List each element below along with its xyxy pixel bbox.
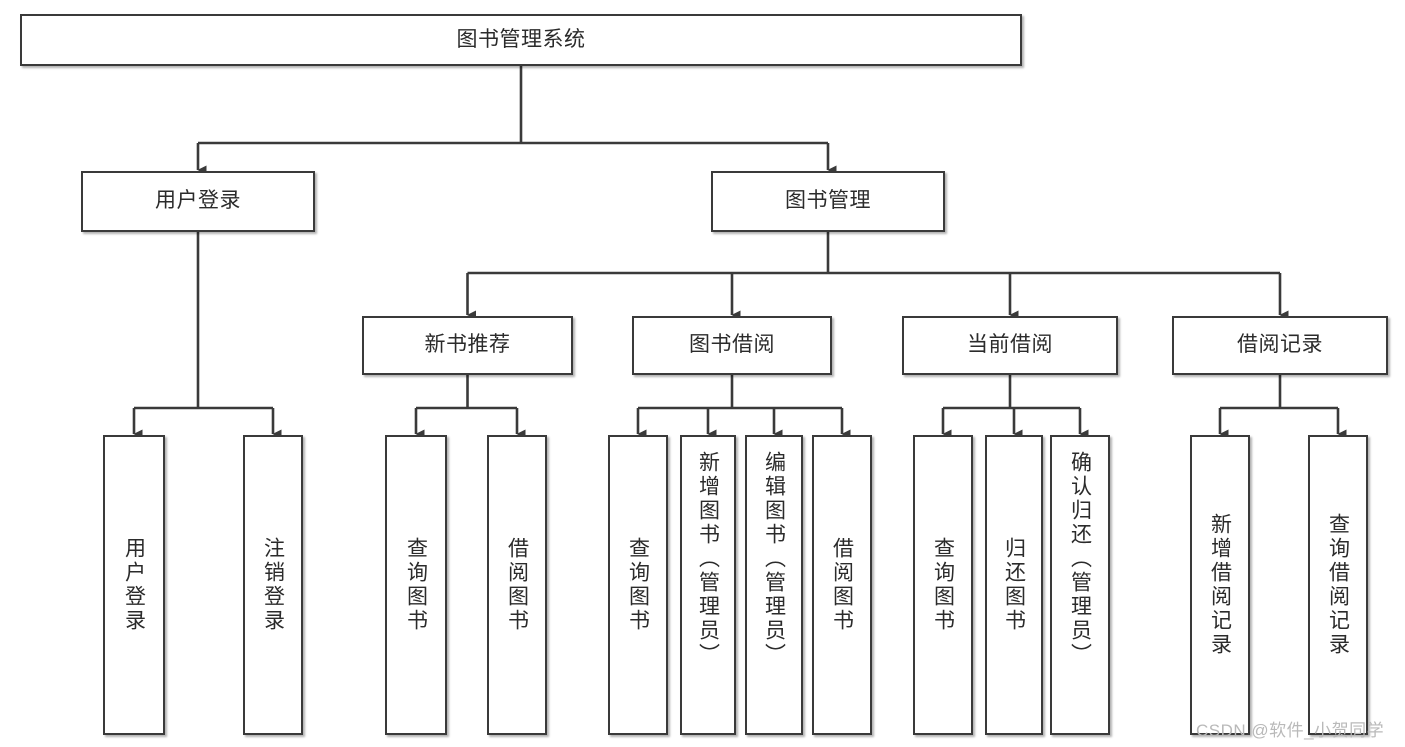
node-borrow-record[interactable]: 借阅记录: [1172, 316, 1388, 375]
node-label: 借阅图书: [830, 537, 854, 633]
node-label: 查询图书: [626, 537, 650, 633]
node-leaf-rec-add[interactable]: 新增借阅记录: [1190, 435, 1250, 735]
node-label: 当前借阅: [967, 333, 1053, 357]
node-leaf-rec-query2[interactable]: 查询借阅记录: [1308, 435, 1368, 735]
node-leaf-rec-query[interactable]: 查询图书: [385, 435, 447, 735]
node-book-manage[interactable]: 图书管理: [711, 171, 945, 232]
node-leaf-borrow-query[interactable]: 查询图书: [608, 435, 668, 735]
node-leaf-user-logout[interactable]: 注销登录: [243, 435, 303, 735]
node-label: 确认归还（管理员）: [1068, 451, 1092, 667]
node-leaf-borrow-lend[interactable]: 借阅图书: [812, 435, 872, 735]
node-label: 图书管理: [785, 189, 871, 213]
node-label: 借阅记录: [1237, 333, 1323, 357]
node-label: 用户登录: [122, 537, 146, 633]
node-label: 归还图书: [1002, 537, 1026, 633]
node-label: 借阅图书: [505, 537, 529, 633]
edges: [132, 66, 1347, 439]
node-label: 用户登录: [155, 189, 241, 213]
node-book-borrow[interactable]: 图书借阅: [632, 316, 832, 375]
node-label: 新书推荐: [424, 333, 511, 357]
node-label: 新增图书（管理员）: [696, 451, 720, 667]
node-new-book-rec[interactable]: 新书推荐: [362, 316, 573, 375]
node-leaf-cur-return[interactable]: 归还图书: [985, 435, 1043, 735]
node-leaf-user-login[interactable]: 用户登录: [103, 435, 165, 735]
node-leaf-cur-query[interactable]: 查询图书: [913, 435, 973, 735]
node-leaf-borrow-edit[interactable]: 编辑图书（管理员）: [745, 435, 803, 735]
node-label: 查询借阅记录: [1326, 513, 1350, 657]
node-user-login[interactable]: 用户登录: [81, 171, 315, 232]
node-current-borrow[interactable]: 当前借阅: [902, 316, 1118, 375]
node-leaf-borrow-add[interactable]: 新增图书（管理员）: [680, 435, 736, 735]
node-label: 查询图书: [404, 537, 428, 633]
node-label: 编辑图书（管理员）: [762, 451, 786, 667]
node-label: 查询图书: [931, 537, 955, 633]
node-leaf-cur-confirm[interactable]: 确认归还（管理员）: [1050, 435, 1110, 735]
node-label: 图书管理系统: [456, 27, 586, 51]
node-label: 注销登录: [261, 537, 285, 633]
node-label: 新增借阅记录: [1208, 513, 1232, 657]
node-leaf-rec-borrow[interactable]: 借阅图书: [487, 435, 547, 735]
node-label: 图书借阅: [689, 333, 775, 357]
node-root[interactable]: 图书管理系统: [20, 14, 1022, 66]
